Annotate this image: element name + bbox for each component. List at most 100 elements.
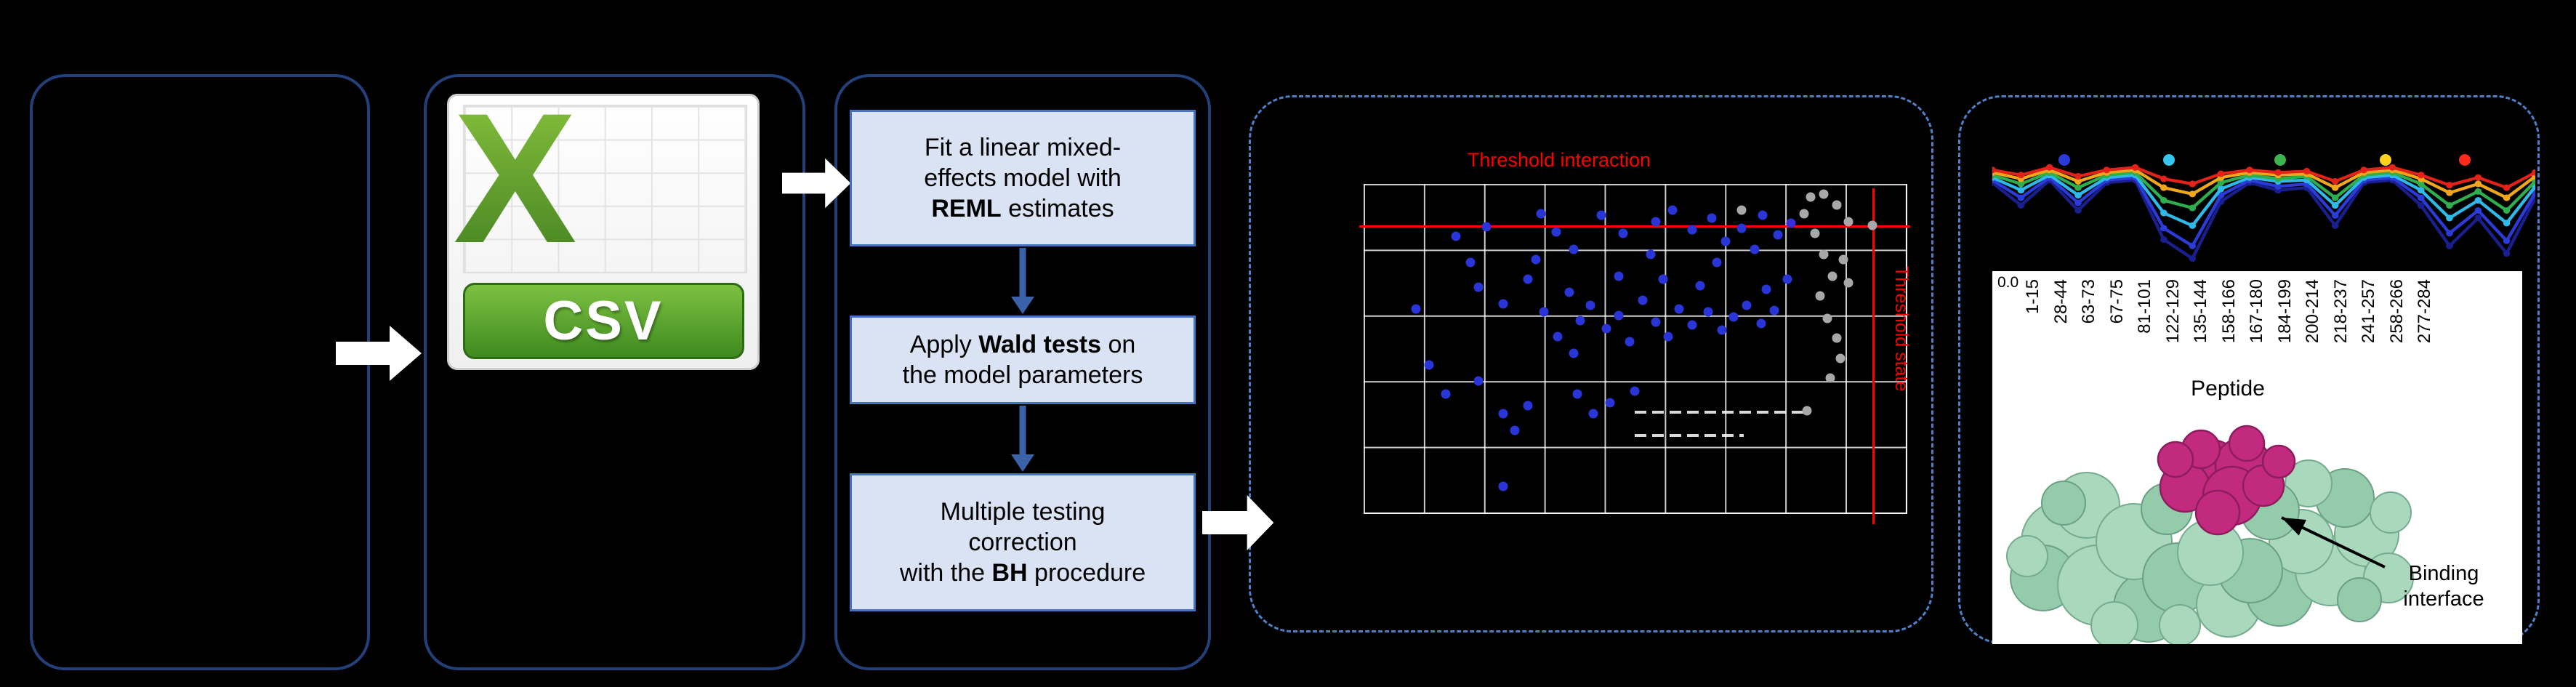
uptake-series-red — [1992, 166, 2535, 190]
timepoint-legend-dot — [2058, 154, 2071, 166]
scatter-point-nonsignificant — [1838, 254, 1848, 265]
right-arrow-icon — [1202, 495, 1274, 550]
scatter-point-significant — [1769, 305, 1779, 316]
scatter-point-significant — [1473, 376, 1484, 386]
uptake-marker — [2189, 204, 2197, 212]
scatter-point-significant — [1465, 257, 1476, 268]
scatter-point-significant — [1441, 389, 1451, 399]
scatter-point-significant — [1536, 209, 1546, 219]
scatter-point-significant — [1707, 213, 1717, 223]
timepoint-legend-dot — [2458, 154, 2471, 166]
scatter-point-nonsignificant — [1832, 333, 1842, 343]
plot-annotation-mark — [1635, 433, 1744, 437]
timepoint-legend-dot — [2379, 154, 2391, 166]
protein-structure-image — [2006, 425, 2414, 644]
scatter-point-significant — [1638, 295, 1648, 305]
uptake-marker — [2446, 201, 2453, 209]
uptake-marker — [2217, 185, 2225, 193]
peptide-tick-label: 28-44 — [2050, 279, 2071, 324]
uptake-marker — [2446, 182, 2453, 189]
scatter-point-significant — [1630, 386, 1640, 396]
excel-x-icon: X — [453, 75, 577, 283]
down-arrow-icon — [1011, 406, 1034, 472]
scatter-point-significant — [1575, 316, 1585, 326]
uptake-marker — [2017, 194, 2025, 201]
scatter-point-significant — [1786, 218, 1796, 228]
threshold-state-line — [1872, 188, 1875, 524]
scatter-point-significant — [1569, 244, 1579, 254]
scatter-point-significant — [1667, 205, 1678, 215]
uptake-marker — [2331, 177, 2339, 185]
uptake-marker — [2189, 180, 2197, 188]
scatter-point-significant — [1663, 332, 1673, 342]
uptake-marker — [2189, 242, 2197, 249]
scatter-point-significant — [1411, 304, 1421, 314]
flow-step-text: Fit a linear mixed- effects model with R… — [924, 133, 1122, 223]
peptide-tick-label: 258-266 — [2386, 279, 2407, 344]
scatter-point-nonsignificant — [1815, 291, 1825, 301]
timepoint-legend-dot — [2274, 154, 2286, 166]
scatter-point-nonsignificant — [1843, 278, 1853, 288]
flow-step-mixed-model: Fit a linear mixed- effects model with R… — [850, 110, 1196, 246]
scatter-point-nonsignificant — [1835, 353, 1846, 363]
y-axis-tick: 0.0 — [1997, 274, 2019, 291]
peptide-tick-label: 1-15 — [2023, 279, 2042, 315]
peptide-tick-label: 81-101 — [2135, 279, 2154, 334]
uptake-marker — [2388, 164, 2396, 171]
scatter-point-significant — [1695, 281, 1705, 291]
panel-statistics — [834, 74, 1211, 670]
uptake-marker — [2217, 179, 2225, 186]
right-arrow-icon — [782, 158, 851, 209]
peptide-tick-label: 63-73 — [2079, 279, 2098, 324]
uptake-marker — [2160, 225, 2168, 232]
panel-scatter-output — [1249, 95, 1933, 632]
uptake-marker — [2331, 222, 2339, 229]
flow-step-text: Multiple testing correction with the BH … — [899, 497, 1146, 587]
scatter-point-nonsignificant — [1806, 192, 1816, 202]
scatter-point-nonsignificant — [1799, 209, 1809, 219]
uptake-marker — [2503, 220, 2511, 227]
protein-surface — [2006, 459, 2414, 644]
scatter-point-nonsignificant — [1802, 406, 1812, 416]
scatter-point-significant — [1625, 337, 1635, 347]
binding-interface-region — [2157, 425, 2296, 536]
scatter-point-nonsignificant — [1810, 228, 1820, 238]
uptake-marker — [2474, 180, 2482, 188]
peptide-tick-label: 277-284 — [2415, 279, 2434, 344]
flow-step-bh-correction: Multiple testing correction with the BH … — [850, 473, 1196, 611]
peptide-tick-label: 167-180 — [2247, 279, 2266, 344]
scatter-point-significant — [1750, 244, 1760, 254]
uptake-marker — [2417, 172, 2425, 179]
peptide-tick-label: 122-129 — [2162, 279, 2183, 344]
threshold-interaction-label: Threshold interaction — [1467, 149, 1651, 171]
scatter-point-nonsignificant — [1827, 271, 1838, 281]
scatter-point-significant — [1498, 409, 1508, 419]
scatter-point-significant — [1756, 318, 1766, 329]
scatter-point-significant — [1703, 307, 1713, 317]
uptake-marker — [2103, 166, 2111, 174]
scatter-point-significant — [1553, 332, 1563, 342]
scatter-point-significant — [1728, 312, 1739, 322]
binding-interface-arrow — [2281, 516, 2386, 569]
uptake-marker — [1992, 166, 1996, 174]
scatter-point-significant — [1523, 401, 1533, 411]
uptake-marker — [2217, 170, 2225, 177]
uptake-marker — [2074, 184, 2082, 191]
uptake-marker — [2274, 182, 2282, 190]
scatter-point-significant — [1523, 274, 1533, 284]
scatter-point-significant — [1569, 348, 1579, 358]
scatter-point-significant — [1601, 324, 1611, 334]
scatter-point-significant — [1424, 360, 1434, 370]
scatter-point-significant — [1614, 271, 1624, 281]
peptide-tick-label: 218-237 — [2330, 279, 2351, 344]
scatter-point-significant — [1651, 317, 1661, 327]
uptake-marker — [2503, 194, 2511, 201]
peptide-tick-label: 184-199 — [2274, 279, 2295, 344]
spreadsheet-grid-icon — [462, 105, 747, 274]
uptake-marker — [2017, 201, 2025, 209]
uptake-marker — [2446, 230, 2453, 237]
uptake-series-green — [1992, 171, 2535, 212]
scatter-point-significant — [1510, 425, 1520, 435]
timepoint-legend-dot — [2162, 154, 2175, 166]
uptake-marker — [2189, 222, 2197, 229]
